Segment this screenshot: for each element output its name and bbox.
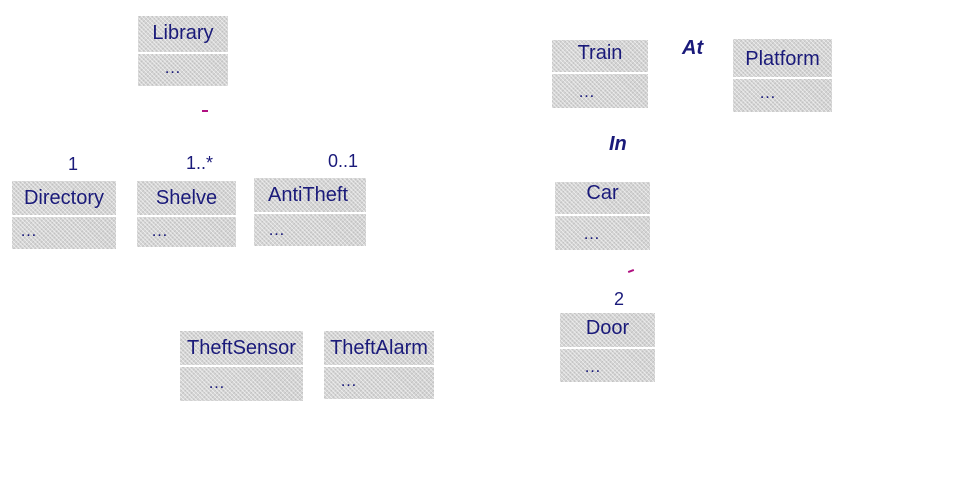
- multiplicity-directory: 1: [68, 154, 79, 174]
- class-attributes: …: [584, 357, 601, 376]
- multiplicity-door: 2: [614, 289, 625, 309]
- compartment-divider: [552, 72, 648, 74]
- composition-marker: [202, 110, 208, 112]
- class-name: Platform: [745, 48, 820, 70]
- compartment-divider: [733, 77, 832, 79]
- composition-marker: [627, 269, 635, 273]
- class-name: Shelve: [155, 187, 218, 209]
- class-name: Library: [152, 22, 214, 44]
- class-name: Car: [586, 182, 619, 204]
- class-attributes: …: [759, 83, 776, 102]
- class-library: Library …: [138, 16, 228, 86]
- class-directory: Directory …: [12, 181, 116, 249]
- class-antitheft: AntiTheft …: [254, 178, 366, 246]
- association-label-at: At: [682, 37, 704, 59]
- compartment-divider: [138, 52, 228, 54]
- class-attributes: …: [164, 58, 181, 77]
- class-platform: Platform …: [733, 39, 832, 112]
- class-car: Car …: [555, 182, 650, 250]
- class-attributes: …: [583, 224, 600, 243]
- class-train: Train …: [552, 40, 648, 108]
- class-name: AntiTheft: [268, 184, 349, 206]
- class-attributes: …: [20, 221, 37, 240]
- multiplicity-antitheft: 0..1: [328, 151, 359, 171]
- class-name: Directory: [23, 187, 104, 209]
- class-theftalarm: TheftAlarm …: [324, 331, 434, 399]
- multiplicity-shelve: 1..*: [186, 153, 214, 173]
- class-door: Door …: [560, 313, 655, 382]
- compartment-divider: [560, 347, 655, 349]
- compartment-divider: [12, 215, 116, 217]
- compartment-divider: [555, 214, 650, 216]
- compartment-divider: [180, 365, 303, 367]
- compartment-divider: [254, 212, 366, 214]
- class-name: TheftSensor: [187, 337, 296, 359]
- association-label-in: In: [609, 133, 627, 155]
- class-theftsensor: TheftSensor …: [180, 331, 303, 401]
- class-name: TheftAlarm: [330, 337, 428, 359]
- class-attributes: …: [151, 221, 168, 240]
- compartment-divider: [324, 365, 434, 367]
- class-name: Door: [585, 317, 630, 339]
- compartment-divider: [137, 215, 236, 217]
- class-shelve: Shelve …: [137, 181, 236, 247]
- class-attributes: …: [208, 373, 225, 392]
- class-attributes: …: [578, 82, 595, 101]
- class-name: Train: [577, 42, 623, 64]
- class-attributes: …: [340, 371, 357, 390]
- class-attributes: …: [268, 220, 285, 239]
